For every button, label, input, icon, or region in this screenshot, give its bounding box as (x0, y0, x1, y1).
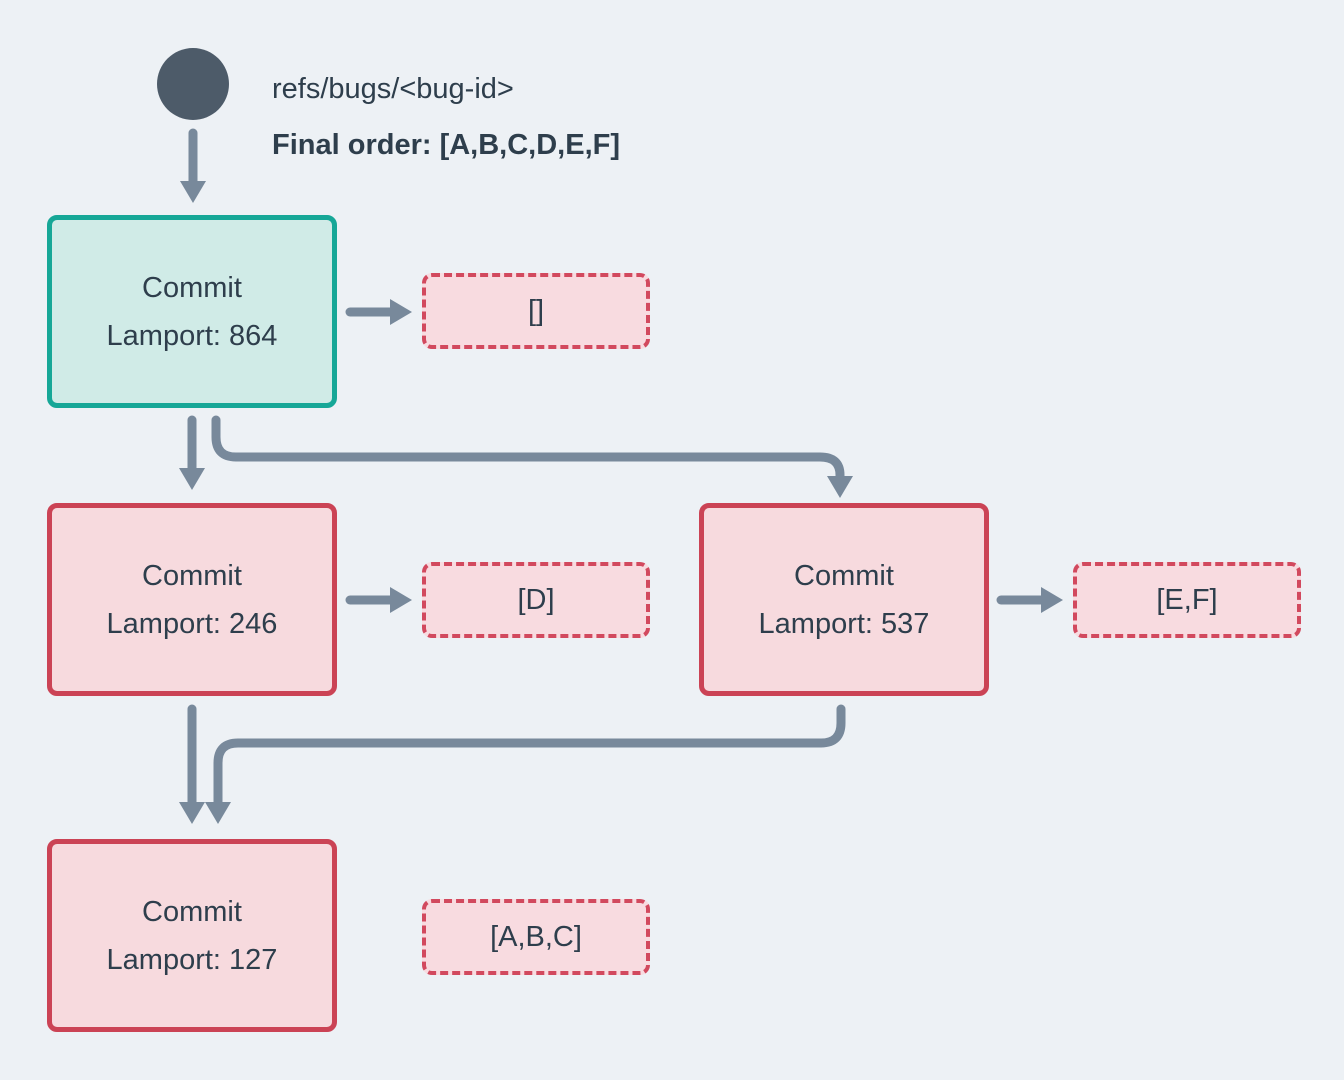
payload-label: [D] (517, 583, 555, 616)
commit-title: Commit (142, 895, 242, 928)
commit-title: Commit (794, 559, 894, 592)
edge-864-to-537 (211, 415, 853, 498)
edge-ref-to-864 (180, 128, 206, 203)
commit-title: Commit (142, 559, 242, 592)
ref-node-icon (157, 48, 229, 120)
commit-lamport: Lamport: 864 (106, 319, 278, 352)
payload-box-864: [] (422, 273, 650, 349)
commit-node-127: Commit Lamport: 127 (47, 839, 337, 1032)
commit-title: Commit (142, 271, 242, 304)
commit-node-537: Commit Lamport: 537 (699, 503, 989, 696)
edge-537-to-payload (996, 587, 1063, 613)
commit-lamport: Lamport: 537 (758, 607, 930, 640)
edge-864-to-payload (345, 299, 412, 325)
commit-node-246: Commit Lamport: 246 (47, 503, 337, 696)
commit-lamport: Lamport: 127 (106, 943, 278, 976)
edge-246-to-127 (179, 704, 205, 824)
commit-lamport: Lamport: 246 (106, 607, 278, 640)
ref-label: refs/bugs/<bug-id> (272, 73, 514, 105)
payload-label: [A,B,C] (490, 920, 582, 953)
edge-537-to-127 (205, 704, 846, 824)
payload-label: [] (527, 294, 545, 327)
payload-label: [E,F] (1156, 583, 1218, 616)
payload-box-537: [E,F] (1073, 562, 1301, 638)
commit-node-864: Commit Lamport: 864 (47, 215, 337, 408)
edge-246-to-payload (345, 587, 412, 613)
final-order-label: Final order: [A,B,C,D,E,F] (272, 129, 620, 161)
payload-box-127: [A,B,C] (422, 899, 650, 975)
payload-box-246: [D] (422, 562, 650, 638)
edge-864-to-246 (179, 415, 205, 490)
